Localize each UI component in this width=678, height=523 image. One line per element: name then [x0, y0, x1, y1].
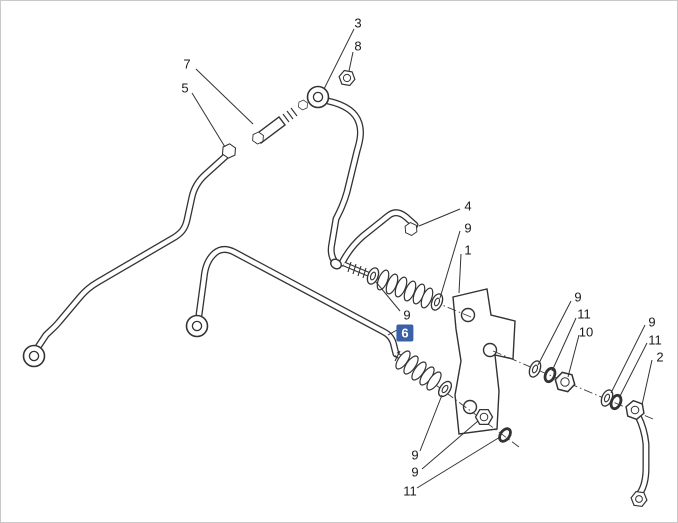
callout-part-11-a[interactable]: 11 [577, 306, 591, 322]
tube-selected-part-6 [195, 246, 400, 358]
callout-leader-lines [191, 28, 653, 489]
callout-part-9-c[interactable]: 9 [574, 289, 582, 305]
bracket-plate [452, 288, 516, 435]
callout-part-5[interactable]: 5 [181, 80, 189, 96]
threaded-stub-top [343, 261, 369, 279]
callout-part-8[interactable]: 8 [354, 38, 362, 54]
fitting-2 [622, 398, 648, 422]
callout-part-7[interactable]: 7 [183, 56, 191, 72]
tube-elbow [338, 209, 419, 267]
fitting-7 [249, 107, 298, 147]
nut-10 [552, 370, 578, 394]
callout-part-9-f[interactable]: 9 [411, 464, 419, 480]
banjo-fitting-top [296, 85, 330, 112]
tube-top [324, 97, 364, 266]
callout-part-11-b[interactable]: 11 [648, 332, 662, 348]
callout-part-9-e[interactable]: 9 [411, 447, 419, 463]
tube-lower-right [634, 412, 650, 497]
tube-upper-left [34, 151, 231, 351]
nut-below-bracket [474, 409, 494, 425]
callout-part-6-selected[interactable]: 6 [396, 324, 414, 342]
banjo-fitting-tube-6 [185, 314, 209, 338]
spring-bottom [392, 348, 445, 393]
callout-part-4[interactable]: 4 [464, 198, 472, 214]
callout-part-1[interactable]: 1 [464, 242, 472, 258]
elbow-collar [330, 258, 342, 270]
spring-top [374, 267, 436, 311]
nut-8 [337, 69, 357, 87]
nut-tube-2-end [629, 490, 649, 508]
callout-part-2[interactable]: 2 [656, 349, 664, 365]
callout-part-9-d[interactable]: 9 [648, 314, 656, 330]
callout-part-9-a[interactable]: 9 [464, 220, 472, 236]
callout-part-11-c[interactable]: 11 [403, 483, 417, 499]
callout-part-9-b[interactable]: 9 [403, 307, 411, 323]
callout-part-3[interactable]: 3 [354, 15, 362, 31]
callout-part-10[interactable]: 10 [578, 324, 594, 340]
banjo-fitting-bottom-left [22, 344, 46, 368]
